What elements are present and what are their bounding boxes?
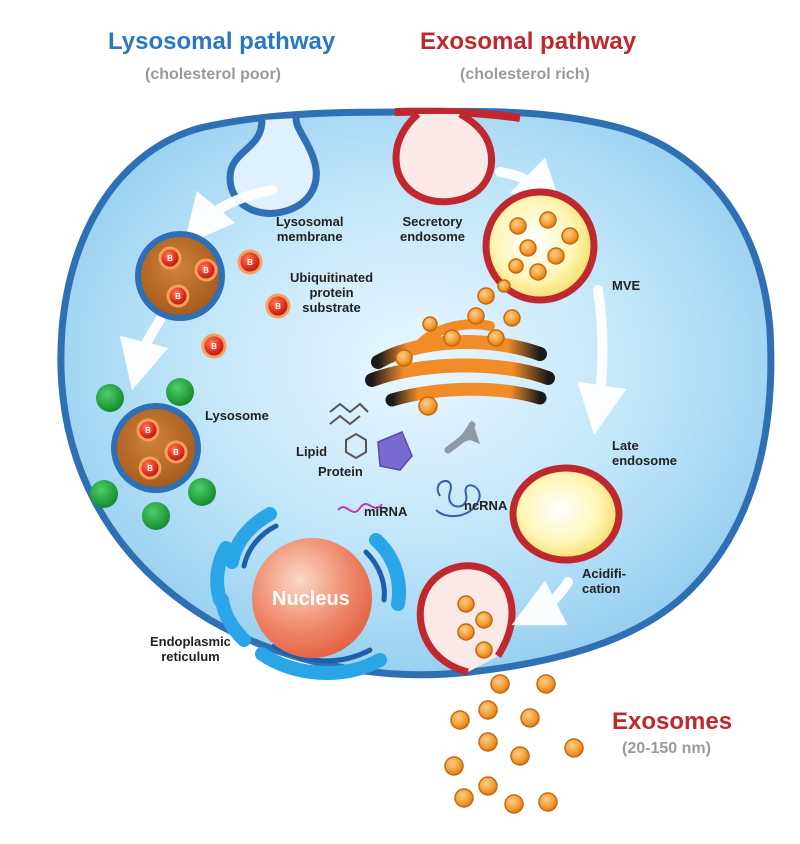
exosomal-pathway-title: Exosomal pathway	[420, 28, 637, 55]
lysosome-label: Lysosome	[205, 408, 269, 423]
substrate-particle	[237, 249, 263, 275]
exosome-vesicle	[490, 674, 510, 694]
endoplasmic-reticulum	[210, 507, 406, 680]
exosome-vesicle	[547, 247, 565, 265]
protein-label: Protein	[318, 464, 363, 479]
exosome-vesicle	[508, 258, 524, 274]
protein-icon	[377, 431, 413, 471]
exosome-vesicle	[477, 287, 495, 305]
exosome-vesicle	[520, 708, 540, 728]
exosome-vesicle	[564, 738, 584, 758]
mirna-icon	[337, 503, 383, 513]
substrate-mark: B	[211, 342, 217, 351]
lysosome	[111, 403, 201, 493]
ubiquitinated-substrates: B B B B B B B B B	[136, 246, 291, 480]
exosome-vesicle	[450, 710, 470, 730]
mirna-label: miRNA	[364, 504, 408, 519]
substrate-particle	[194, 258, 218, 282]
exosomes-size: (20-150 nm)	[622, 740, 711, 757]
ncrna-icon	[435, 480, 481, 518]
substrate-particle	[265, 293, 291, 319]
exosome-vesicle	[478, 700, 498, 720]
exosome-release-pocket	[416, 562, 516, 676]
er-label: Endoplasmic reticulum	[150, 634, 231, 664]
ubiquitinated-substrate-label: Ubiquitinated protein substrate	[290, 270, 374, 315]
substrate-mark: B	[203, 266, 209, 275]
exosome-vesicle	[561, 227, 579, 245]
exosome-vesicle	[418, 396, 438, 416]
substrate-mark: B	[247, 258, 253, 267]
substrate-particle	[164, 440, 188, 464]
substrate-mark: B	[175, 292, 181, 301]
exosome-vesicle	[457, 623, 475, 641]
exosome-vesicle	[444, 756, 464, 776]
exosomes-title: Exosomes	[612, 708, 733, 735]
exosome-vesicle	[504, 794, 524, 814]
exosome-vesicle	[475, 611, 493, 629]
lysosome-green-particles	[90, 378, 216, 530]
green-particle	[166, 378, 194, 406]
substrate-particle	[138, 456, 162, 480]
exosome-vesicle	[467, 307, 485, 325]
substrate-mark: B	[147, 464, 153, 473]
exosome-vesicle	[538, 792, 558, 812]
lysosomal-membrane-label: Lysosomal membrane	[276, 214, 344, 244]
exosome-vesicle	[536, 674, 556, 694]
late-endosome-label: Late endosome	[612, 438, 678, 468]
exosome-vesicle	[475, 641, 493, 659]
late-endosome	[509, 464, 623, 564]
exosome-vesicle	[509, 217, 527, 235]
exosome-vesicle	[487, 329, 505, 347]
substrate-particle	[136, 418, 160, 442]
substrate-particle	[166, 284, 190, 308]
secretory-endosome-label: Secretory endosome	[400, 214, 466, 244]
substrate-particle	[201, 333, 227, 359]
lysosomal-invagination	[226, 117, 320, 217]
exosome-vesicle	[443, 329, 461, 347]
er-inner-lines	[241, 523, 387, 664]
exosome-vesicle	[510, 746, 530, 766]
membrane-red-segment	[394, 107, 521, 122]
exosome-vesicle	[529, 263, 547, 281]
lipid-label: Lipid	[296, 444, 328, 459]
nucleus-label: Nucleus	[272, 588, 350, 610]
exosomal-invagination	[392, 110, 495, 206]
exosomal-pathway-subtitle: (cholesterol rich)	[460, 66, 590, 83]
green-particle	[188, 478, 216, 506]
exosome-vesicle	[478, 732, 498, 752]
lipid-icon	[329, 402, 369, 460]
exosome-vesicle	[519, 239, 537, 257]
exosome-vesicle	[478, 776, 498, 796]
substrate-mark: B	[275, 302, 281, 311]
exosome-vesicle	[539, 211, 557, 229]
acidification-label: Acidifi- cation	[582, 566, 627, 596]
mve-label: MVE	[612, 278, 641, 293]
pathway-arrows	[119, 157, 627, 626]
nucleus	[252, 538, 372, 658]
green-particle	[90, 480, 118, 508]
exosome-vesicle	[454, 788, 474, 808]
substrate-mark: B	[167, 254, 173, 263]
green-particle	[96, 384, 124, 412]
exosome-vesicle	[497, 279, 511, 293]
substrate-mark: B	[173, 448, 179, 457]
exosome-vesicles	[395, 211, 584, 814]
lysosomal-pathway-title: Lysosomal pathway	[108, 28, 336, 55]
green-particle	[142, 502, 170, 530]
exosome-vesicle	[422, 316, 438, 332]
exosome-vesicle	[457, 595, 475, 613]
exosome-vesicle	[503, 309, 521, 327]
ncrna-label: ncRNA	[464, 498, 508, 513]
substrate-particle	[158, 246, 182, 270]
substrate-mark: B	[145, 426, 151, 435]
cargo-arrow-shaft	[444, 421, 476, 454]
lysosomal-pathway-subtitle: (cholesterol poor)	[145, 66, 282, 83]
exosome-vesicle	[395, 349, 413, 367]
